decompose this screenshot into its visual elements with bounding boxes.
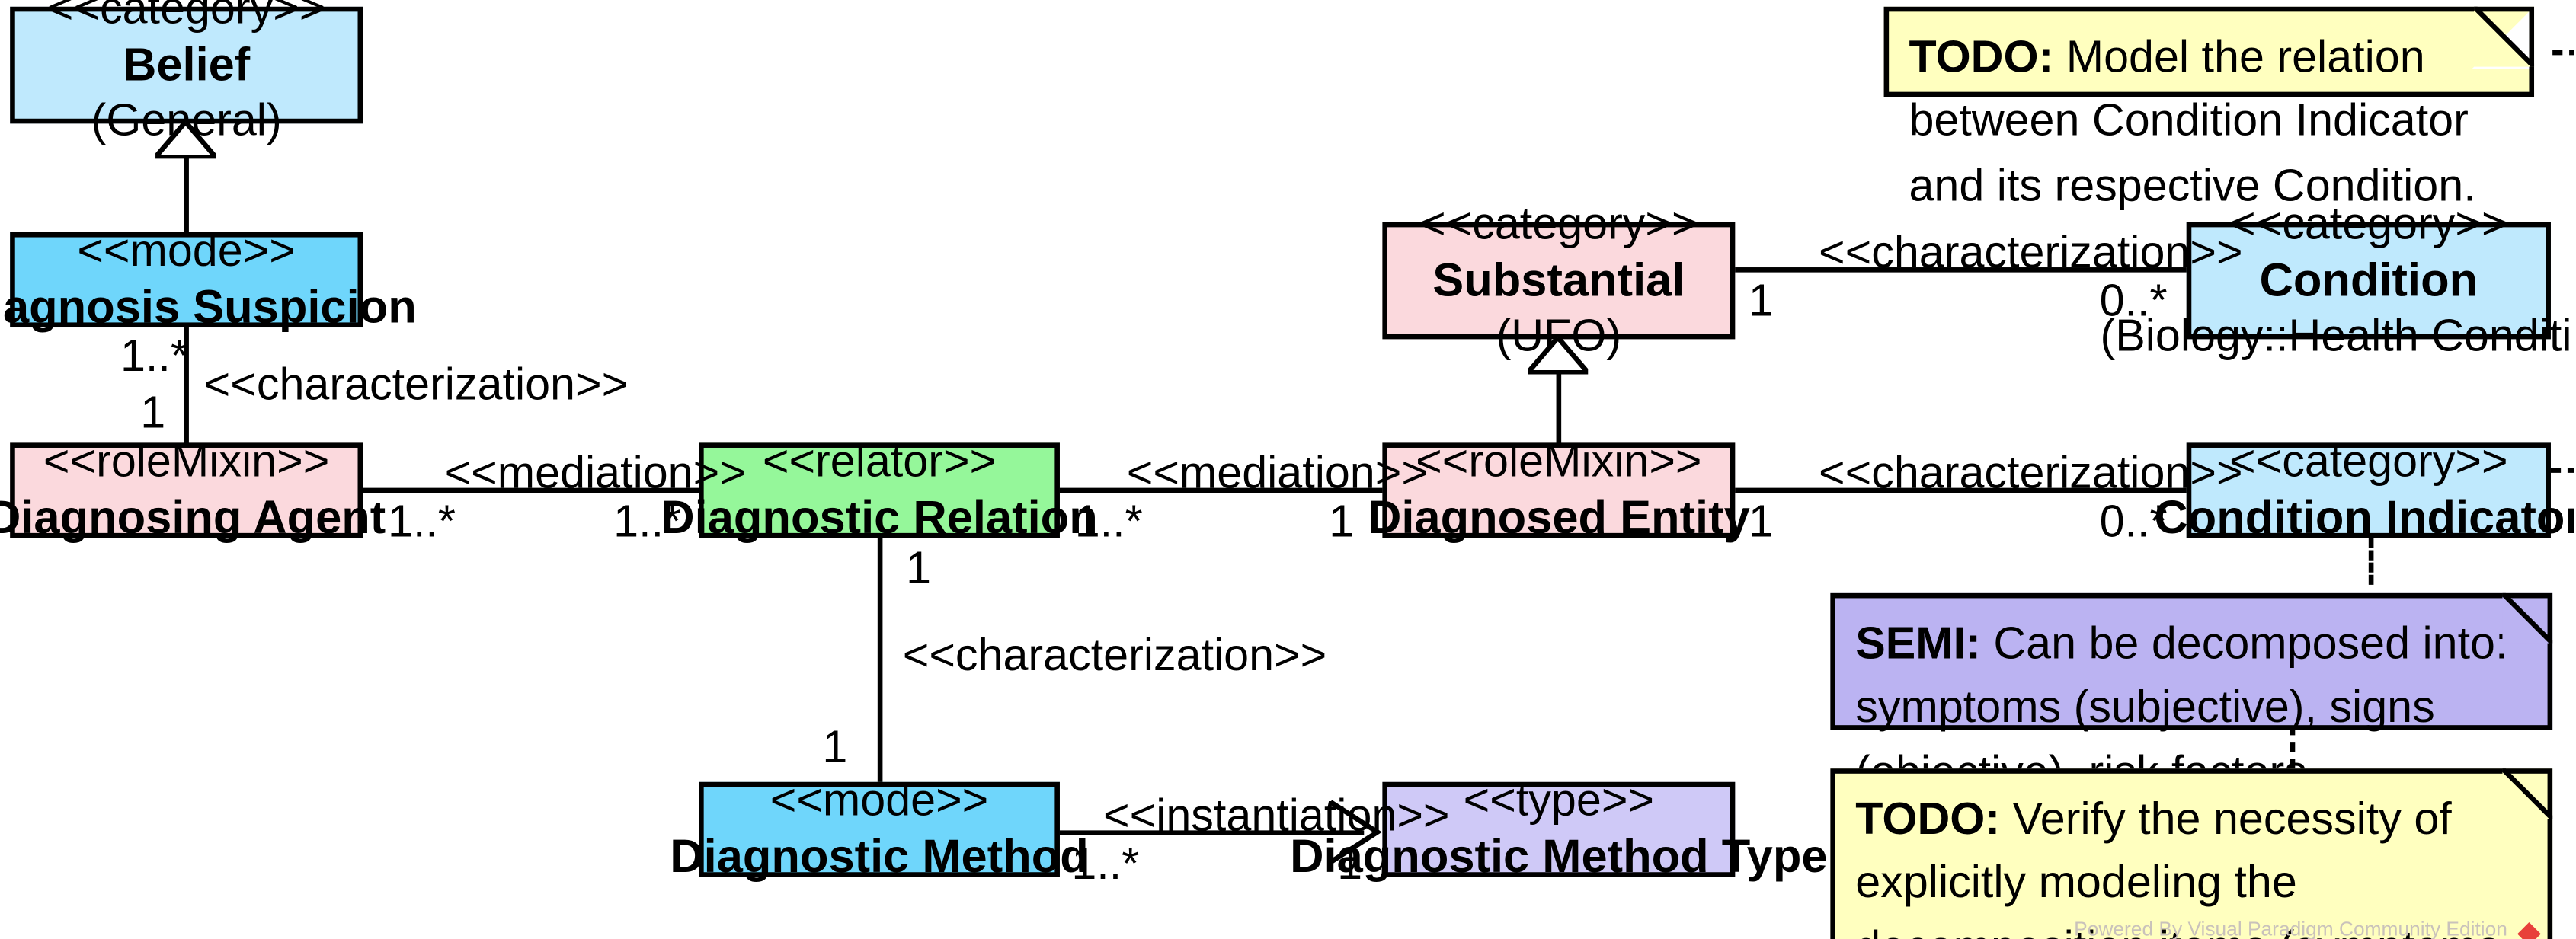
note-text: Verify the necessity of explicitly model…	[1855, 794, 2512, 939]
relation-stereotype-label: <<instantiation>>	[1103, 790, 1450, 841]
relation-stereotype-label: <<mediation>>	[444, 447, 746, 498]
generalization-line-substantial	[1556, 371, 1562, 445]
class-name: Diagnostic Relation	[661, 490, 1098, 543]
multiplicity-label: 1	[1337, 838, 1363, 889]
characterization-line-indicator	[1735, 487, 2187, 493]
class-name: Substantial	[1432, 254, 1685, 306]
generalization-arrow-belief	[155, 122, 216, 159]
multiplicity-label: 1..*	[613, 496, 682, 547]
multiplicity-label: 1	[140, 387, 166, 438]
multiplicity-label: 1	[1748, 276, 1774, 326]
class-name: Condition	[2259, 254, 2478, 306]
note-fold-corner-icon	[2502, 592, 2553, 644]
note-semi-decomposition[interactable]: SEMI: Can be decomposed into: symptoms (…	[1830, 592, 2553, 925]
note-prefix: TODO:	[1909, 31, 2054, 82]
multiplicity-label: 1	[1748, 496, 1774, 547]
class-name: Condition Indicator	[2154, 490, 2574, 543]
class-stereotype: <<mode>>	[770, 775, 989, 826]
class-origin: (Biology::Health Condition)	[2100, 311, 2574, 362]
class-box-diagnostic-method[interactable]: <<mode>> Diagnostic Method	[670, 775, 1088, 882]
class-box-diagnosed-entity[interactable]: <<roleMixin>> Diagnosed Entity	[1368, 436, 1750, 543]
relation-stereotype-label: <<characterization>>	[203, 359, 629, 410]
class-name: Diagnosing Agent	[0, 490, 386, 543]
generalization-arrow-substantial	[1528, 337, 1589, 375]
note-anchor-condition-todo-bottom	[2550, 468, 2574, 473]
class-stereotype: <<type>>	[1463, 775, 1655, 826]
class-name: Diagnostic Method	[670, 830, 1089, 883]
instantiation-line-method	[1059, 830, 1365, 835]
relation-stereotype-label: <<characterization>>	[1819, 227, 2243, 278]
relation-stereotype-label: <<characterization>>	[1819, 447, 2243, 498]
note-prefix: TODO:	[1855, 794, 2001, 844]
characterization-line-condition	[1735, 267, 2187, 273]
note-prefix: SEMI:	[1855, 618, 1981, 669]
multiplicity-label: 1..*	[387, 496, 456, 547]
class-name: Diagnosis Suspicion	[0, 280, 417, 333]
multiplicity-label: 1..*	[1071, 838, 1140, 889]
class-stereotype: <<category>>	[1419, 199, 1698, 249]
multiplicity-label: 1..*	[120, 331, 188, 382]
relation-stereotype-label: <<characterization>>	[902, 630, 1327, 680]
generalization-line-belief	[184, 153, 189, 235]
class-stereotype: <<category>>	[2229, 436, 2508, 487]
class-name: Belief	[122, 38, 251, 91]
multiplicity-label: 1	[906, 543, 932, 593]
characterization-line-suspicion	[184, 327, 189, 445]
class-box-diagnostic-method-type[interactable]: <<type>> Diagnostic Method Type	[1290, 775, 1827, 882]
characterization-line-method	[877, 538, 883, 782]
note-anchor-semi-top	[2368, 538, 2374, 585]
multiplicity-label: 1..*	[1074, 496, 1143, 547]
watermark-diamond-icon	[2517, 922, 2541, 939]
watermark-text: Powered By Visual Paradigm Community Edi…	[2074, 917, 2507, 939]
class-name: Diagnostic Method Type	[1290, 830, 1828, 883]
class-name: Diagnosed Entity	[1367, 490, 1750, 543]
class-stereotype: <<relator>>	[762, 436, 997, 487]
note-condition-todo[interactable]: TODO: Model the relation between Conditi…	[1883, 6, 2535, 210]
class-box-substantial[interactable]: <<category>> Substantial (UFO)	[1382, 199, 1736, 361]
multiplicity-label: 0..*	[2099, 276, 2168, 326]
multiplicity-label: 0..*	[2099, 496, 2168, 547]
class-box-diagnostic-relation[interactable]: <<relator>> Diagnostic Relation	[661, 436, 1097, 543]
multiplicity-label: 1	[822, 721, 848, 772]
relation-stereotype-label: <<mediation>>	[1126, 447, 1428, 498]
mediation-line-agent	[363, 487, 699, 493]
mediation-line-entity	[1059, 487, 1383, 493]
note-anchor-condition-todo-top	[2552, 50, 2574, 56]
note-fold-corner-icon	[2502, 768, 2553, 819]
class-box-belief[interactable]: <<category>> Belief (General)	[10, 0, 363, 145]
note-fold-corner-icon	[2474, 6, 2535, 67]
note-decomposition-todo[interactable]: TODO: Verify the necessity of explicitly…	[1830, 768, 2553, 939]
multiplicity-label: 1	[1329, 496, 1355, 547]
class-box-condition-indicator[interactable]: <<category>> Condition Indicator	[2154, 436, 2574, 543]
class-box-diagnosis-suspicion[interactable]: <<mode>> Diagnosis Suspicion	[0, 225, 417, 332]
class-box-condition[interactable]: <<category>> Condition (Biology::Health …	[2101, 199, 2574, 361]
note-text: Model the relation between Condition Ind…	[1909, 31, 2476, 210]
note-anchor-semi-bottom	[2290, 725, 2296, 769]
class-box-diagnosing-agent[interactable]: <<roleMixin>> Diagnosing Agent	[0, 436, 386, 543]
class-stereotype: <<category>>	[2229, 199, 2508, 249]
class-stereotype: <<category>>	[46, 0, 326, 34]
instantiation-arrowhead-icon	[1329, 800, 1382, 864]
